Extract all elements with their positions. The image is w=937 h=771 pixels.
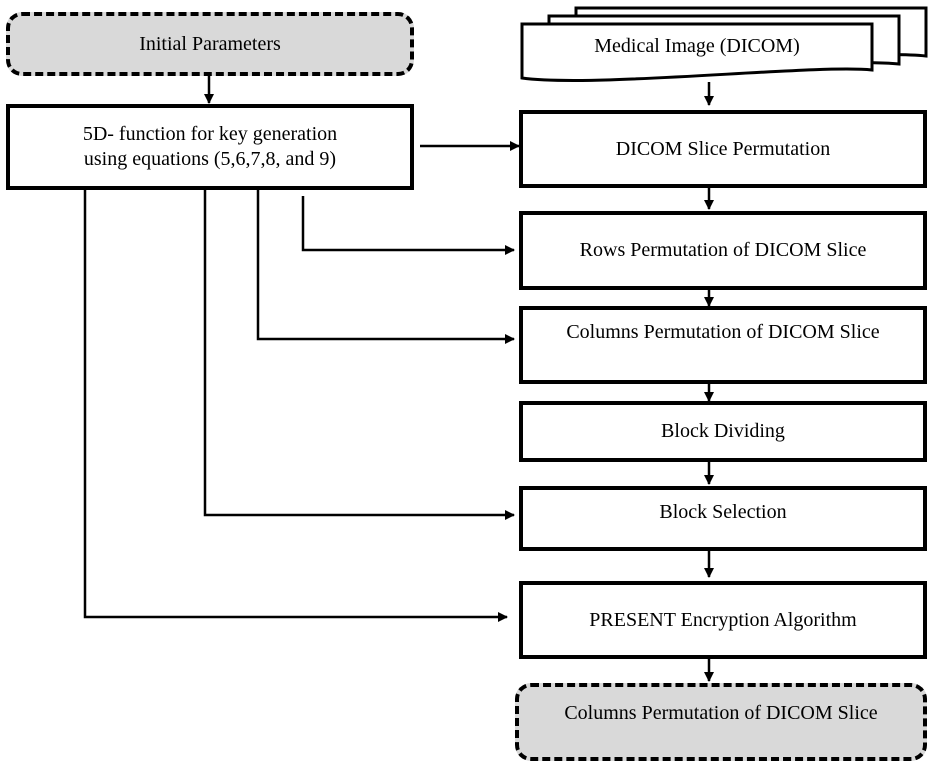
block-dividing-label: Block Dividing xyxy=(661,420,785,442)
arrow-key-to-selection xyxy=(203,190,515,520)
medical-image-label: Medical Image (DICOM) xyxy=(594,35,800,57)
columns-permutation-label: Columns Permutation of DICOM Slice xyxy=(566,321,880,343)
initial-parameters-node: Initial Parameters xyxy=(6,12,414,76)
flow-arrows xyxy=(204,76,714,682)
document-page-front xyxy=(520,22,874,82)
rows-permutation-label: Rows Permutation of DICOM Slice xyxy=(579,239,867,261)
initial-parameters-label: Initial Parameters xyxy=(139,32,281,55)
present-encryption-label: PRESENT Encryption Algorithm xyxy=(589,608,857,631)
slice-permutation-node: DICOM Slice Permutation xyxy=(519,110,927,188)
columns-permutation-node: Columns Permutation of DICOM Slice xyxy=(519,306,927,384)
output-label: Columns Permutation of DICOM Slice xyxy=(564,702,878,724)
key-generation-label: 5D- function for key generation using eq… xyxy=(82,123,338,170)
block-dividing-node: Block Dividing xyxy=(519,401,927,462)
rows-permutation-node: Rows Permutation of DICOM Slice xyxy=(519,211,927,290)
block-selection-node: Block Selection xyxy=(519,486,927,551)
output-node: Columns Permutation of DICOM Slice xyxy=(515,683,927,761)
key-connectors xyxy=(83,141,520,622)
arrow-key-to-present xyxy=(83,190,508,622)
present-encryption-node: PRESENT Encryption Algorithm xyxy=(519,581,927,659)
slice-permutation-label: DICOM Slice Permutation xyxy=(615,137,831,160)
arrow-key-to-columns xyxy=(256,190,515,344)
arrow-key-to-rows xyxy=(301,196,515,255)
block-selection-label: Block Selection xyxy=(659,501,787,523)
document-stack-shape xyxy=(520,6,928,82)
key-generation-node: 5D- function for key generation using eq… xyxy=(6,104,414,190)
